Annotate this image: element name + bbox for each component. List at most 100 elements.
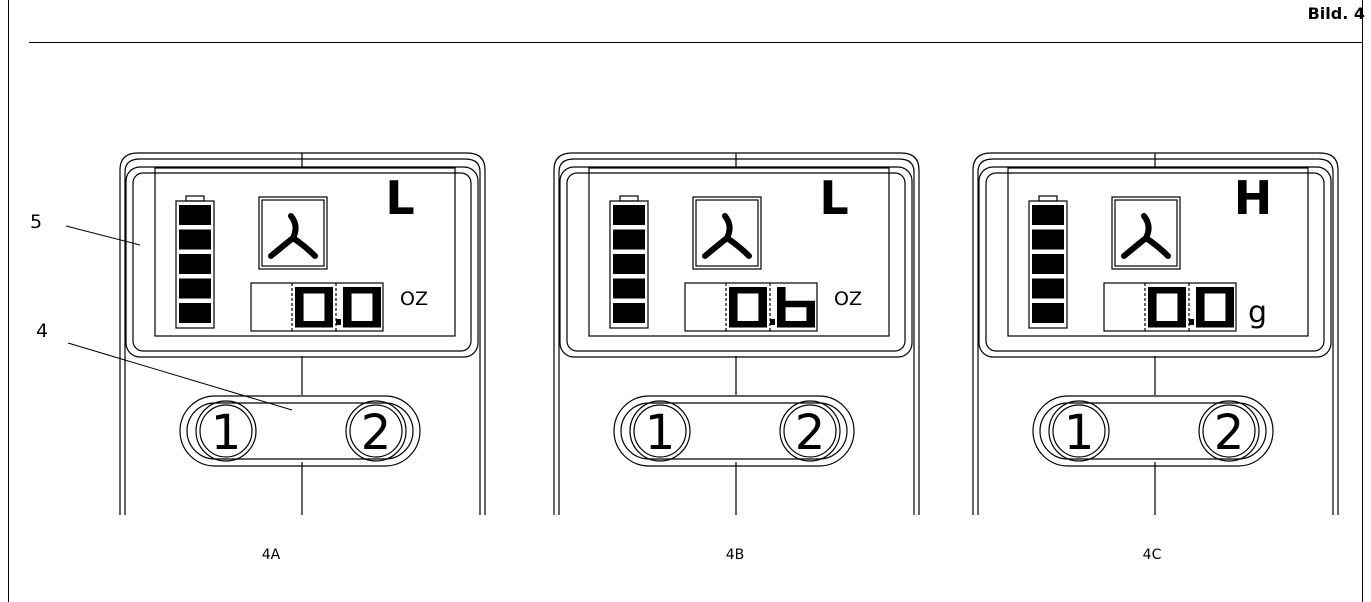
battery-body <box>609 200 649 329</box>
button-1-label: 1 <box>1064 405 1095 461</box>
battery-icon <box>175 195 215 329</box>
readout-digit <box>1196 287 1234 328</box>
housing-outline <box>119 152 486 515</box>
button-1-ring <box>1048 400 1110 462</box>
button-2-ring <box>345 400 407 462</box>
button-1-ring-inner <box>633 404 687 458</box>
battery-bar <box>1032 254 1064 274</box>
frame-top-rule <box>29 42 1363 44</box>
battery-bar <box>179 229 211 250</box>
fan-icon-box-inner <box>1114 199 1178 267</box>
display-bezel <box>978 166 1332 358</box>
mode-letter: H <box>1234 171 1273 225</box>
fan-icon-box-inner <box>261 199 325 267</box>
button-2-label: 2 <box>795 405 826 461</box>
frame-right-rule <box>1362 0 1364 602</box>
battery-icon <box>1028 195 1068 329</box>
button-1-ring <box>629 400 691 462</box>
caption-panel-a: 4A <box>261 547 281 563</box>
display-window <box>588 167 890 337</box>
fan-icon <box>702 213 752 259</box>
button-2-ring-inner <box>1202 404 1256 458</box>
readout-frame <box>684 282 818 332</box>
button-pill-outer <box>179 395 421 467</box>
mode-letter: L <box>385 171 414 225</box>
fan-icon-box <box>692 196 762 270</box>
display-bezel <box>125 166 479 358</box>
housing-outline <box>553 152 920 515</box>
button-pill-inner <box>186 402 414 460</box>
button-1-label: 1 <box>211 405 242 461</box>
button-1-ring-inner <box>1052 404 1106 458</box>
battery-cap <box>185 195 205 202</box>
mode-letter: L <box>819 171 848 225</box>
fan-blades <box>702 213 752 259</box>
readout-decimal-point <box>1189 319 1194 325</box>
unit-label: OZ <box>834 288 862 310</box>
button-1-label: 1 <box>645 405 676 461</box>
battery-cap <box>619 195 639 202</box>
battery-bar <box>1032 303 1064 323</box>
fan-icon <box>268 213 318 259</box>
callout-display-ref: 5 <box>30 211 43 233</box>
readout-digit <box>295 287 333 328</box>
device-panel: Hg 1 2 <box>972 152 1339 515</box>
readout-digit <box>777 287 815 328</box>
frame-left-rule <box>8 0 10 602</box>
housing-inner-outline <box>558 158 915 515</box>
button-1-ring-inner <box>199 404 253 458</box>
button-1-ring <box>195 400 257 462</box>
button-2-ring-inner <box>349 404 403 458</box>
readout-decimal-point <box>336 319 341 325</box>
caption-panel-c: 4C <box>1142 547 1162 563</box>
battery-bar <box>179 303 211 323</box>
fan-icon-box-inner <box>695 199 759 267</box>
button-2-ring <box>779 400 841 462</box>
display-window <box>154 167 456 337</box>
housing-outline <box>972 152 1339 515</box>
unit-label: g <box>1248 295 1267 330</box>
battery-bar <box>613 205 645 225</box>
battery-bar <box>613 254 645 274</box>
readout-frame <box>1103 282 1237 332</box>
fan-icon-box <box>258 196 328 270</box>
fan-icon-box <box>1111 196 1181 270</box>
readout-digit <box>1148 287 1186 328</box>
battery-bar <box>179 278 211 299</box>
readout-decimal-point <box>770 319 775 325</box>
fan-blades <box>268 213 318 259</box>
unit-label: OZ <box>400 288 428 310</box>
button-pill-inner <box>1039 402 1267 460</box>
display-bezel-inner <box>132 172 472 352</box>
button-pill-inner <box>620 402 848 460</box>
fan-icon <box>1121 213 1171 259</box>
battery-cap <box>1038 195 1058 202</box>
button-2-label: 2 <box>1214 405 1245 461</box>
battery-bar <box>1032 229 1064 250</box>
battery-bar <box>179 205 211 225</box>
battery-body <box>175 200 215 329</box>
battery-icon <box>609 195 649 329</box>
battery-bar <box>1032 278 1064 299</box>
button-2-ring <box>1198 400 1260 462</box>
battery-bar <box>1032 205 1064 225</box>
device-panel: L OZ 1 2 <box>119 152 486 515</box>
figure-title: Bild. 4 <box>1307 4 1365 23</box>
readout-frame <box>250 282 384 332</box>
callout-button-ref: 4 <box>36 320 49 342</box>
battery-bar <box>613 229 645 250</box>
readout-digit <box>343 287 381 328</box>
button-2-label: 2 <box>361 405 392 461</box>
housing-inner-outline <box>977 158 1334 515</box>
leader-line-buttons <box>67 342 293 411</box>
device-panel: L OZ 1 2 <box>553 152 920 515</box>
caption-panel-b: 4B <box>725 547 745 563</box>
display-bezel-inner <box>566 172 906 352</box>
battery-body <box>1028 200 1068 329</box>
display-bezel-inner <box>985 172 1325 352</box>
fan-blades <box>1121 213 1171 259</box>
button-pill-outer <box>1032 395 1274 467</box>
battery-bar <box>613 278 645 299</box>
